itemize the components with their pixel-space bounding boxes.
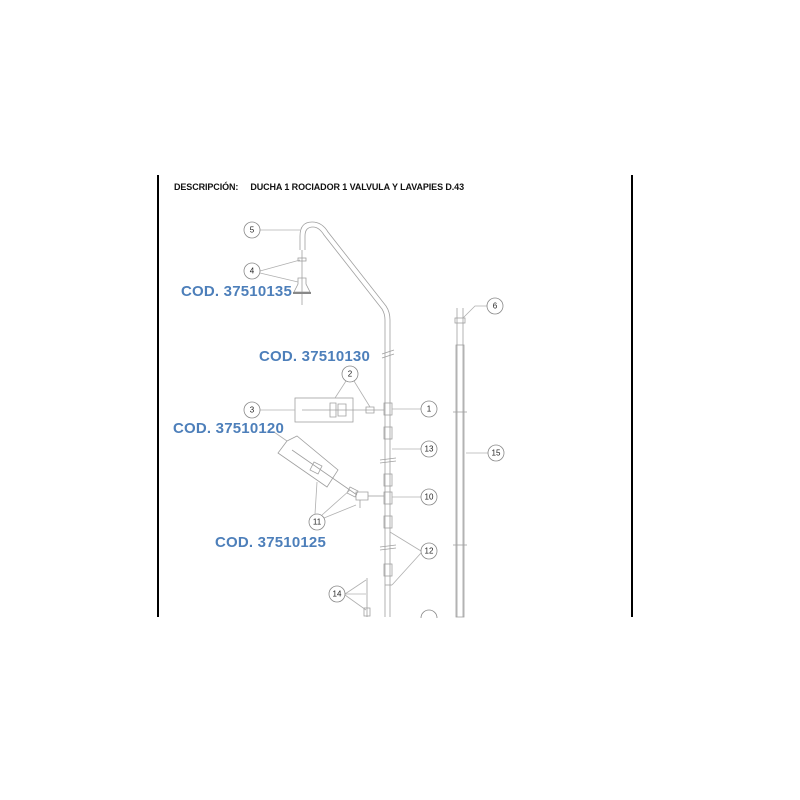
main-pipe-fittings bbox=[379, 402, 397, 586]
callout-14: 14 bbox=[328, 585, 346, 603]
svg-text:11: 11 bbox=[313, 518, 322, 527]
callout-13: 13 bbox=[420, 440, 438, 458]
valve-assembly-lower bbox=[277, 435, 384, 508]
callout-12: 12 bbox=[420, 542, 438, 560]
svg-text:3: 3 bbox=[250, 406, 255, 415]
svg-text:15: 15 bbox=[492, 449, 501, 458]
svg-text:12: 12 bbox=[425, 547, 434, 556]
description-value: DUCHA 1 ROCIADOR 1 VALVULA Y LAVAPIES D.… bbox=[250, 182, 464, 192]
callout-3: 3 bbox=[243, 401, 261, 419]
description-label: DESCRIPCIÓN: bbox=[174, 182, 239, 192]
shower-arm-pipe bbox=[293, 221, 395, 617]
callout-2: 2 bbox=[341, 365, 359, 383]
callout-4: 4 bbox=[243, 262, 261, 280]
svg-text:6: 6 bbox=[493, 302, 498, 311]
svg-text:13: 13 bbox=[425, 445, 434, 454]
svg-text:10: 10 bbox=[425, 493, 434, 502]
svg-text:1: 1 bbox=[427, 405, 432, 414]
svg-text:5: 5 bbox=[250, 226, 255, 235]
valve-assembly-upper bbox=[294, 397, 384, 423]
code-valve: COD. 37510120 bbox=[173, 420, 285, 437]
description-header: DESCRIPCIÓN: DUCHA 1 ROCIADOR 1 VALVULA Y… bbox=[174, 182, 476, 192]
pole bbox=[453, 308, 467, 618]
code-shower-head: COD. 37510135 bbox=[181, 283, 293, 300]
callout-1: 1 bbox=[420, 400, 438, 418]
leader-lines bbox=[259, 229, 488, 611]
foot-wash-fittings bbox=[363, 578, 371, 617]
code-foot-wash: COD. 37510125 bbox=[215, 534, 327, 551]
callout-10: 10 bbox=[420, 488, 438, 506]
callout-15: 15 bbox=[487, 444, 505, 462]
svg-text:14: 14 bbox=[333, 590, 342, 599]
svg-text:4: 4 bbox=[250, 267, 255, 276]
callout-11: 11 bbox=[308, 513, 326, 531]
callout-5: 5 bbox=[243, 221, 261, 239]
svg-text:2: 2 bbox=[348, 370, 353, 379]
code-shower-arm: COD. 37510130 bbox=[259, 348, 371, 365]
callout-6: 6 bbox=[486, 297, 504, 315]
